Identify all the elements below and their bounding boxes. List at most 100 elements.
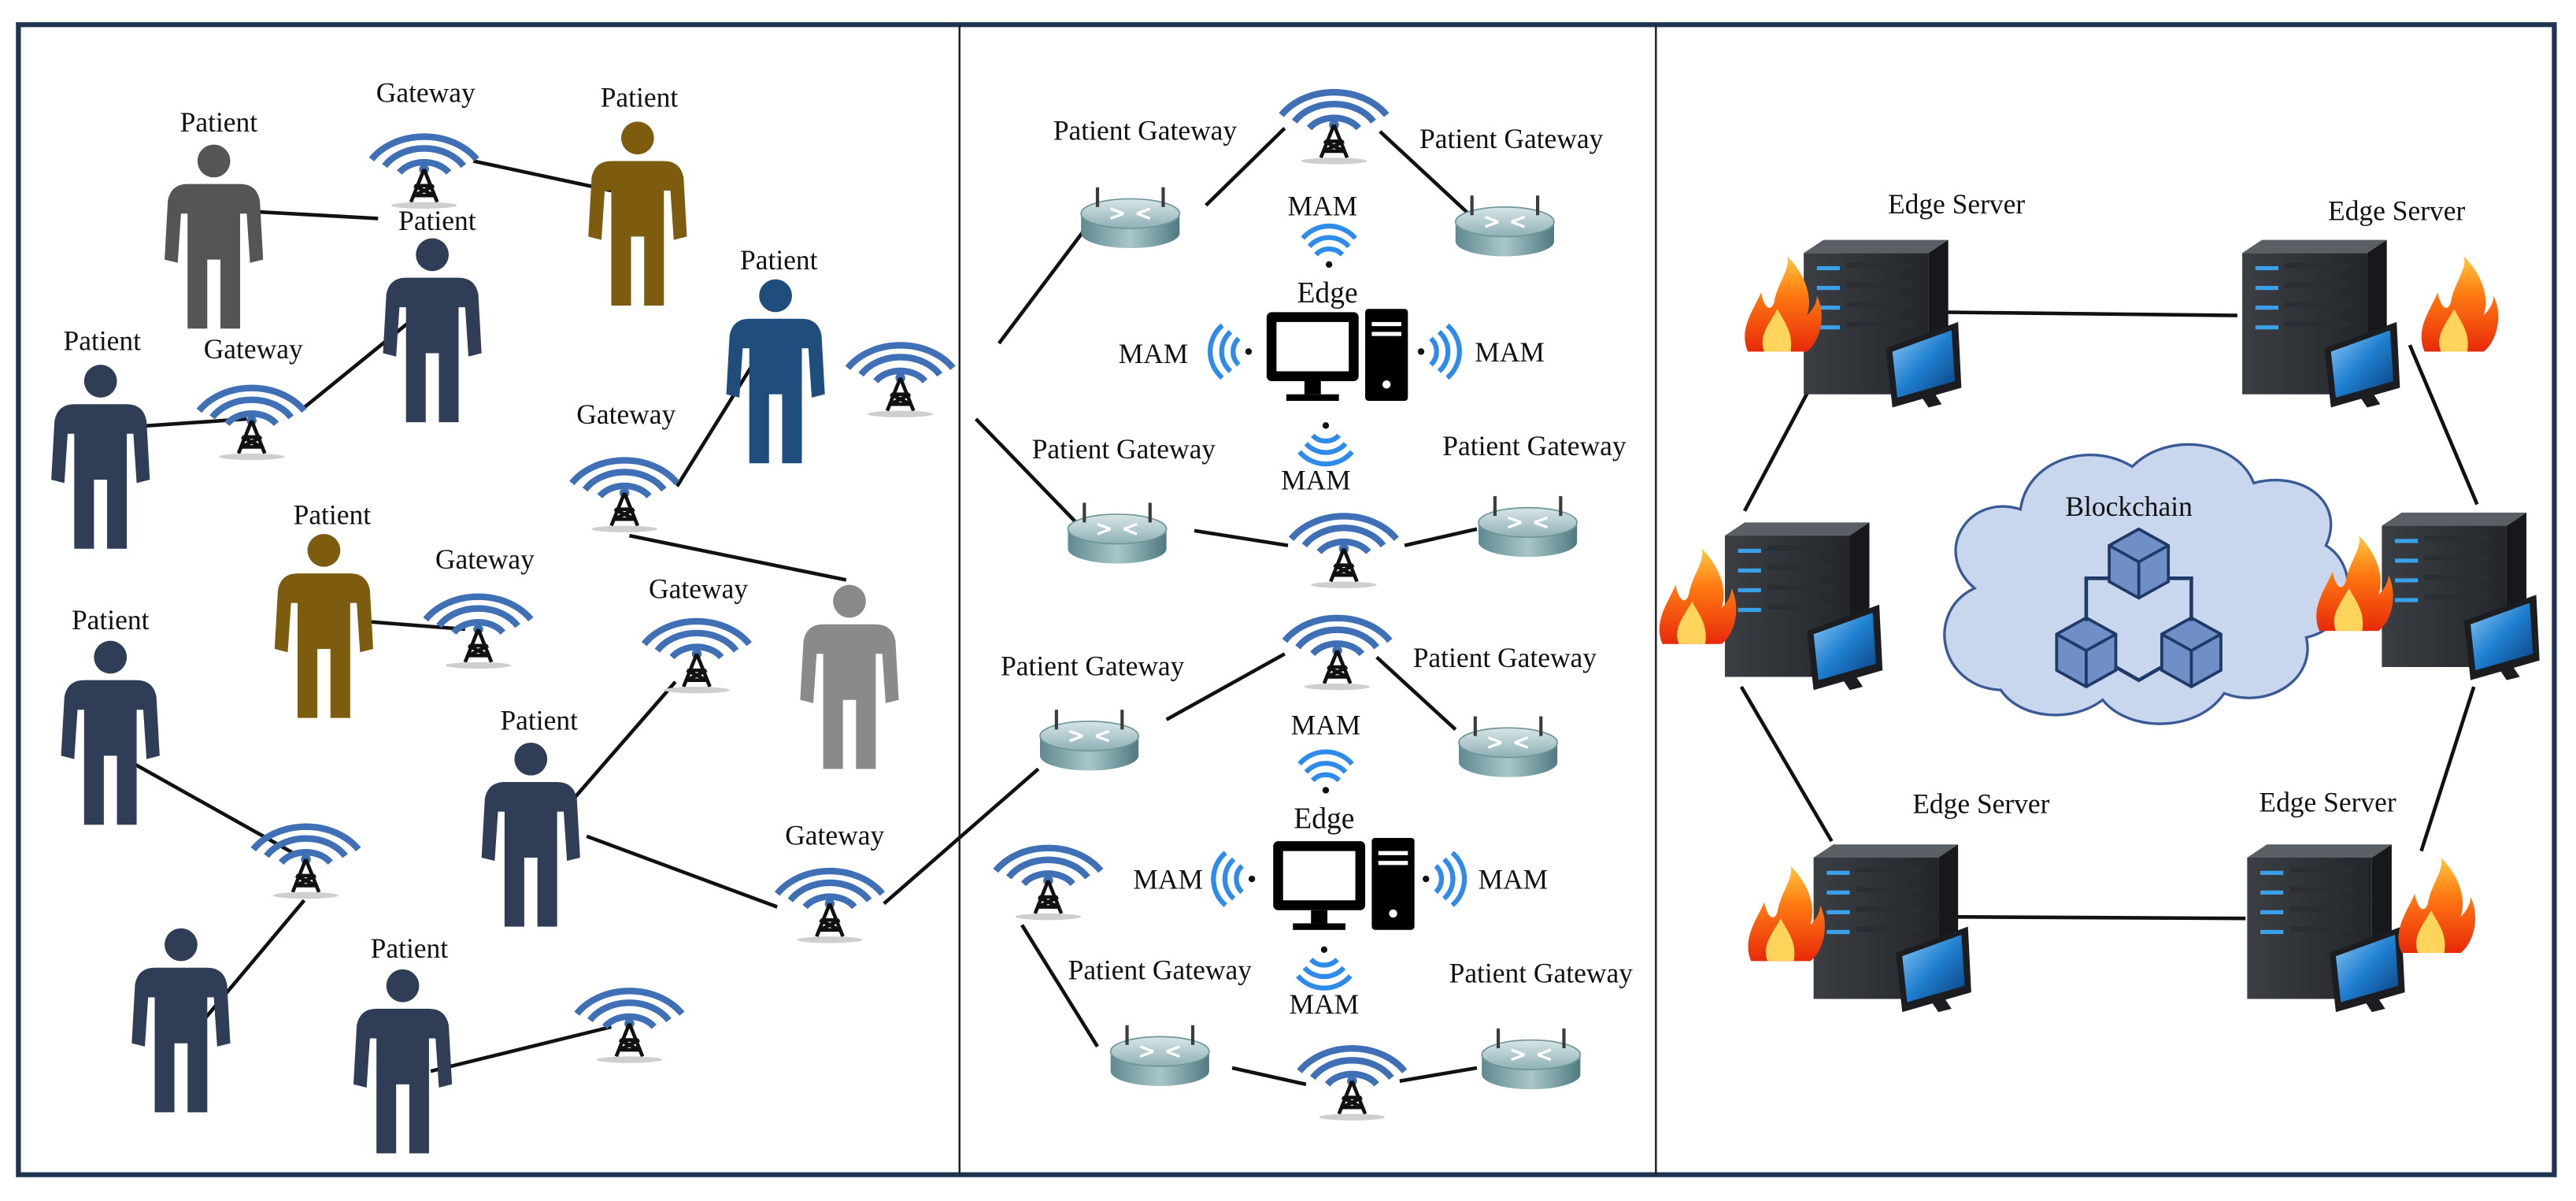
edge-server-icon (1724, 522, 1883, 691)
patient-label: Patient (72, 604, 150, 636)
patient-gateway-label: Patient Gateway (1053, 114, 1238, 146)
mam-label: MAM (1478, 864, 1548, 895)
wifi-tower-icon (1297, 1045, 1408, 1121)
wifi-tower-icon (196, 384, 307, 461)
firewall-flame-icon (2421, 256, 2499, 352)
wifi-tower-icon (1288, 513, 1399, 588)
patient-label: Patient (64, 324, 142, 356)
wifi-tower-icon (250, 823, 361, 899)
computer-icon (1273, 837, 1415, 930)
firewall-flame-icon (1748, 866, 1825, 962)
gateways (196, 89, 1408, 1121)
firewalls (1659, 256, 2499, 962)
gateway-label: Gateway (649, 573, 748, 604)
diagram-frame (16, 22, 2557, 1177)
firewall-flame-icon (1659, 548, 1737, 644)
person-icon (131, 928, 231, 1113)
gateway-label: Gateway (785, 819, 884, 851)
gateway-label: Gateway (576, 398, 675, 430)
patient-label: Patient (294, 499, 372, 530)
firewall-flame-icon (2316, 536, 2393, 632)
edge-server-label: Edge Server (1888, 188, 2025, 220)
person-icon (165, 144, 264, 329)
server-links (1739, 310, 2479, 921)
firewall-flame-icon (1745, 256, 1822, 352)
mam-label: MAM (1281, 465, 1351, 496)
person-icon (800, 584, 899, 769)
edge-server-icon (2247, 844, 2405, 1013)
wifi-signal-icon (1211, 749, 1468, 991)
wifi-tower-icon (569, 457, 680, 532)
person-icon (726, 279, 825, 464)
wifi-tower-icon (423, 593, 534, 669)
wifi-tower-icon (1279, 89, 1390, 165)
patient-gateway-label: Patient Gateway (1449, 958, 1634, 989)
blockchain-cloud (1943, 443, 2349, 725)
person-icon (481, 742, 580, 927)
edge-label: Edge (1294, 803, 1354, 835)
person-icon (61, 640, 160, 825)
patient-label: Patient (740, 244, 818, 276)
person-icon (383, 238, 482, 423)
iot-links (102, 159, 1040, 1073)
routers (1039, 187, 1582, 1090)
edge-servers (1724, 239, 2540, 1013)
edge-server-icon (2242, 239, 2400, 408)
edge-server-icon (1804, 239, 1962, 408)
wifi-tower-icon (574, 988, 685, 1063)
edge-server-label: Edge Server (2259, 787, 2396, 818)
mam-label: MAM (1287, 190, 1357, 221)
labels: Patient Patient Patient Patient Patient … (64, 76, 2466, 1020)
person-icon (51, 365, 150, 549)
wifi-signal-icon (1207, 223, 1462, 467)
person-icon (353, 969, 453, 1154)
person-icon (588, 121, 687, 306)
edge-label: Edge (1297, 277, 1357, 310)
edge-server-label: Edge Server (2328, 195, 2465, 227)
wifi-tower-icon (774, 867, 885, 943)
blockchain-label: Blockchain (2065, 491, 2193, 522)
firewall-flame-icon (2398, 857, 2476, 953)
mam-label: MAM (1475, 336, 1545, 368)
patient-label: Patient (371, 932, 449, 964)
patient-label: Patient (180, 106, 258, 138)
gateway-label: Gateway (376, 76, 476, 108)
wifi-tower-icon (641, 617, 752, 694)
person-icon (274, 534, 373, 718)
patient-gateway-label: Patient Gateway (1442, 430, 1627, 461)
edge-server-icon (2382, 512, 2540, 680)
patient-label: Patient (500, 704, 578, 736)
router-icon (1458, 716, 1558, 777)
router-icon (1067, 502, 1168, 564)
gateway-label: Gateway (204, 333, 303, 365)
blockchain-cubes-icon (2055, 527, 2223, 689)
edge-node-top (1207, 223, 1462, 467)
edge-server-label: Edge Server (1912, 788, 2049, 820)
patient-gateway-label: Patient Gateway (1068, 954, 1253, 985)
wifi-tower-icon (368, 133, 479, 209)
wifi-tower-icon (1282, 614, 1393, 691)
patient-gateway-label: Patient Gateway (1419, 123, 1604, 154)
mam-label: MAM (1119, 338, 1189, 369)
mam-label: MAM (1133, 864, 1203, 895)
edge-node-bottom (1211, 749, 1468, 991)
router-icon (1039, 710, 1139, 771)
patients (51, 121, 899, 1154)
router-icon (1454, 195, 1555, 257)
router-icon (1080, 187, 1181, 249)
mam-label: MAM (1290, 988, 1360, 1020)
patient-label: Patient (398, 205, 476, 236)
router-icon (1109, 1025, 1210, 1086)
edge-server-icon (1813, 844, 1971, 1013)
router-icon (1481, 1028, 1582, 1090)
patient-gateway-label: Patient Gateway (1413, 642, 1597, 673)
computer-icon (1266, 309, 1408, 402)
patient-gateway-label: Patient Gateway (1032, 433, 1216, 465)
wifi-tower-icon (845, 342, 956, 417)
edge-links (974, 127, 1478, 1087)
patient-gateway-label: Patient Gateway (1001, 650, 1185, 681)
wifi-tower-icon (993, 844, 1104, 921)
gateway-label: Gateway (435, 543, 535, 575)
patient-label: Patient (601, 82, 679, 113)
